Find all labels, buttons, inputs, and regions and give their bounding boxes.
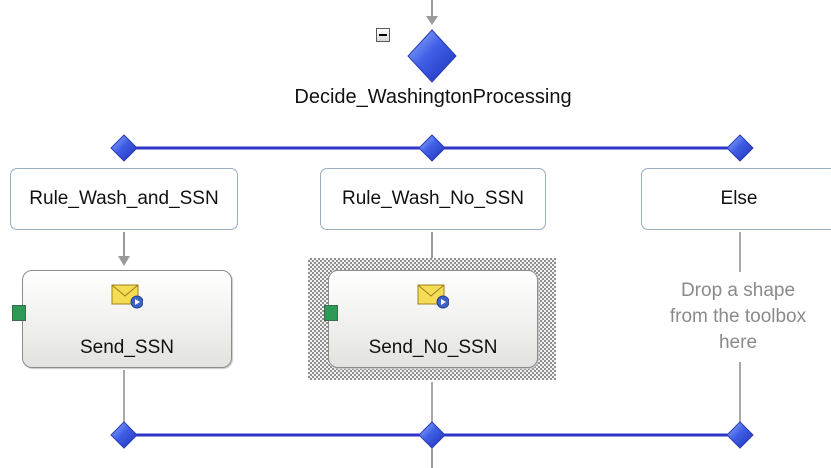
port-connector-icon[interactable] <box>324 305 338 321</box>
send-shape-send-no-ssn[interactable]: Send_No_SSN <box>328 270 538 368</box>
decide-diamond-icon[interactable] <box>407 29 457 83</box>
rule-label: Rule_Wash_and_SSN <box>29 188 219 209</box>
flow-arrow-branch-1 <box>118 232 130 266</box>
minus-square-icon[interactable] <box>376 28 390 42</box>
branch-diamond-right-top <box>726 134 754 162</box>
rule-label: Rule_Wash_No_SSN <box>342 188 524 209</box>
branch-diamond-center-top <box>418 134 446 162</box>
send-shape-send-ssn[interactable]: Send_SSN <box>22 270 232 368</box>
rule-label: Else <box>720 188 758 209</box>
port-connector-icon[interactable] <box>12 305 26 321</box>
send-envelope-icon <box>111 284 143 309</box>
decide-shape-label: Decide_WashingtonProcessing <box>294 86 572 108</box>
rule-box-wash-no-ssn[interactable]: Rule_Wash_No_SSN <box>320 168 546 230</box>
send-shape-label: Send_No_SSN <box>368 337 498 358</box>
branch-diamond-center-bottom <box>418 421 446 449</box>
rule-box-wash-and-ssn[interactable]: Rule_Wash_and_SSN <box>10 168 238 230</box>
branch-diamond-right-bottom <box>726 421 754 449</box>
incoming-flow-arrow <box>426 0 438 25</box>
rule-box-else[interactable]: Else <box>641 168 831 230</box>
branch-diamond-left-bottom <box>110 421 138 449</box>
send-shape-label: Send_SSN <box>79 337 174 358</box>
drop-shape-hint[interactable]: Drop a shape from the toolbox here <box>669 280 807 353</box>
send-envelope-icon <box>417 284 449 309</box>
branch-diamond-left-top <box>110 134 138 162</box>
